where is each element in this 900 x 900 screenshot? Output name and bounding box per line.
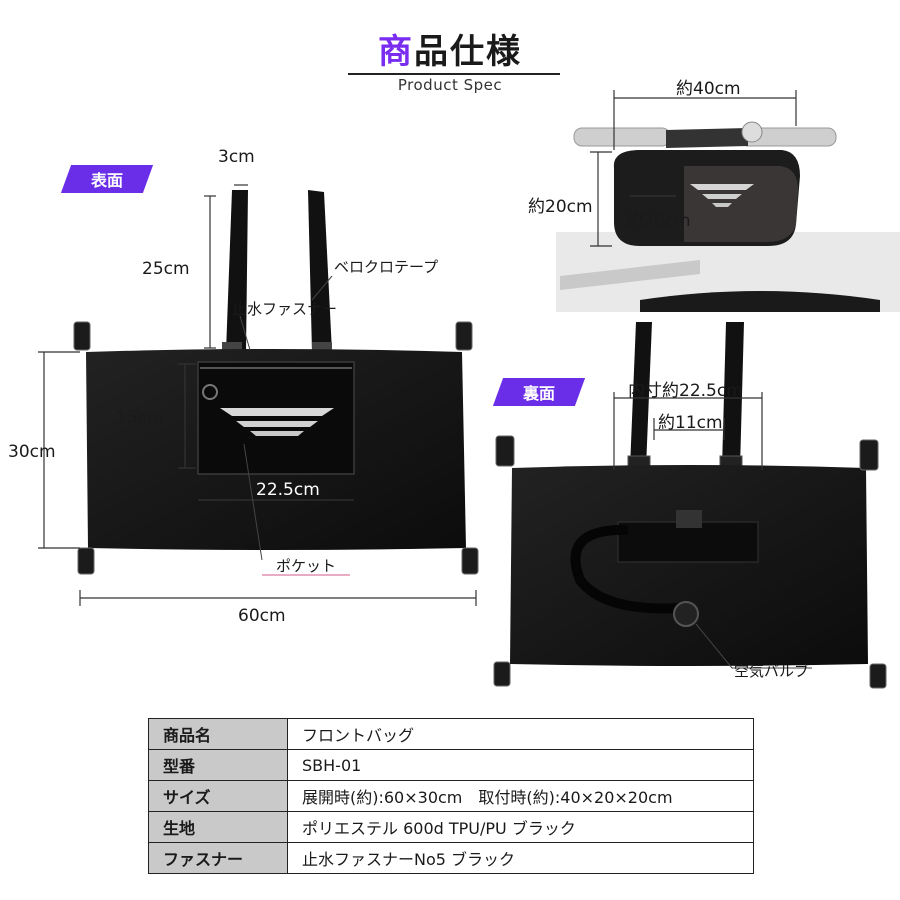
spec-key: ファスナー [148, 842, 288, 874]
spec-value: SBH-01 [287, 749, 754, 781]
spec-value: 止水ファスナーNo5 ブラック [287, 842, 754, 874]
dim-inner: 内寸約22.5cm [628, 381, 743, 401]
dim-width: 60cm [238, 606, 286, 626]
table-row: 型番 SBH-01 [148, 749, 754, 781]
dim-strap-length: 25cm [142, 259, 190, 279]
page-title: 商品仕様 [378, 32, 522, 72]
mounted-dim-height: 約20cm [528, 197, 593, 217]
spec-value: ポリエステル 600d TPU/PU ブラック [287, 811, 754, 843]
label-velcro: ベロクロテープ [334, 258, 439, 276]
mounted-bag-image [556, 121, 900, 312]
table-row: サイズ 展開時(約):60×30cm 取付時(約):40×20×20cm [148, 780, 754, 812]
spec-value: フロントバッグ [287, 718, 754, 750]
label-pocket: ポケット [276, 557, 337, 575]
front-side-tag: 表面 [60, 165, 154, 193]
label-zipper: 止水ファスナー [232, 300, 338, 318]
spec-key: 商品名 [148, 718, 288, 750]
page-subtitle: Product Spec [397, 76, 503, 94]
dim-strap-width: 3cm [218, 147, 255, 167]
spec-key: 生地 [148, 811, 288, 843]
back-bag-image [493, 322, 887, 689]
table-row: 商品名 フロントバッグ [148, 718, 754, 750]
dim-pocket-width: 22.5cm [256, 480, 320, 500]
label-air-valve: 空気バルブ [734, 662, 810, 680]
mounted-dim-width: 約40cm [676, 79, 741, 99]
spec-table: 商品名 フロントバッグ 型番 SBH-01 サイズ 展開時(約):60×30cm… [148, 718, 754, 874]
mounted-dim-depth: 約20cm [626, 211, 691, 231]
front-bag-image [73, 190, 479, 575]
dim-height: 30cm [8, 442, 56, 462]
spec-value: 展開時(約):60×30cm 取付時(約):40×20×20cm [287, 780, 754, 812]
spec-key: 型番 [148, 749, 288, 781]
table-row: ファスナー 止水ファスナーNo5 ブラック [148, 842, 754, 874]
table-row: 生地 ポリエステル 600d TPU/PU ブラック [148, 811, 754, 843]
title-divider [348, 73, 560, 75]
back-side-tag: 裏面 [492, 378, 586, 406]
spec-key: サイズ [148, 780, 288, 812]
dim-inner-small: 約11cm [658, 413, 723, 433]
dim-pocket-height: 15cm [116, 408, 164, 428]
